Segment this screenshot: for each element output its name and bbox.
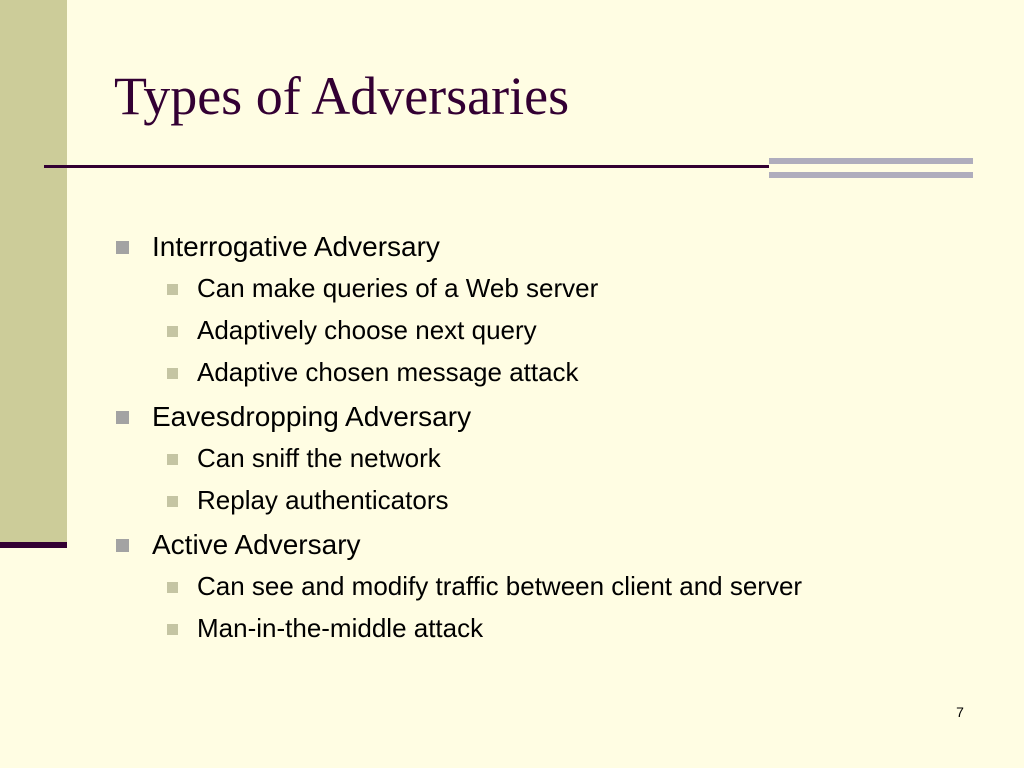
sub-bullet-item: Adaptive chosen message attack: [116, 354, 996, 398]
square-bullet-icon: [167, 624, 178, 635]
left-accent-bar: [0, 542, 67, 548]
sub-bullet-item: Man-in-the-middle attack: [116, 610, 996, 652]
sub-bullet-item: Can make queries of a Web server: [116, 270, 996, 312]
title-decor-bar-bottom: [769, 172, 973, 178]
sub-bullet-item: Replay authenticators: [116, 482, 996, 526]
title-underline: [44, 165, 769, 168]
sub-bullet-text: Can make queries of a Web server: [197, 273, 599, 303]
square-bullet-icon: [167, 496, 178, 507]
sub-bullet-item: Adaptively choose next query: [116, 312, 996, 354]
bullet-item: Eavesdropping Adversary: [116, 398, 996, 440]
sub-bullet-item: Can sniff the network: [116, 440, 996, 482]
sub-bullet-text: Replay authenticators: [197, 485, 449, 515]
sub-bullet-text: Adaptively choose next query: [197, 315, 537, 345]
page-number: 7: [956, 704, 964, 720]
left-decorative-band: [0, 0, 67, 542]
sub-bullet-text: Adaptive chosen message attack: [197, 357, 579, 387]
bullet-text: Eavesdropping Adversary: [152, 401, 472, 432]
bullet-text: Active Adversary: [152, 529, 361, 560]
sub-bullet-text: Can sniff the network: [197, 443, 441, 473]
bullet-list: Interrogative Adversary Can make queries…: [116, 228, 996, 652]
slide-title: Types of Adversaries: [114, 66, 570, 126]
square-bullet-icon: [116, 539, 129, 552]
sub-bullet-text: Man-in-the-middle attack: [197, 613, 484, 643]
sub-bullet-item: Can see and modify traffic between clien…: [116, 568, 996, 610]
square-bullet-icon: [116, 241, 129, 254]
square-bullet-icon: [167, 368, 178, 379]
square-bullet-icon: [167, 284, 178, 295]
title-decor-bar-top: [769, 158, 973, 164]
sub-bullet-text: Can see and modify traffic between clien…: [197, 571, 803, 601]
bullet-item: Active Adversary: [116, 526, 996, 568]
bullet-text: Interrogative Adversary: [152, 231, 440, 262]
square-bullet-icon: [167, 454, 178, 465]
square-bullet-icon: [167, 582, 178, 593]
square-bullet-icon: [167, 326, 178, 337]
square-bullet-icon: [116, 411, 129, 424]
bullet-item: Interrogative Adversary: [116, 228, 996, 270]
